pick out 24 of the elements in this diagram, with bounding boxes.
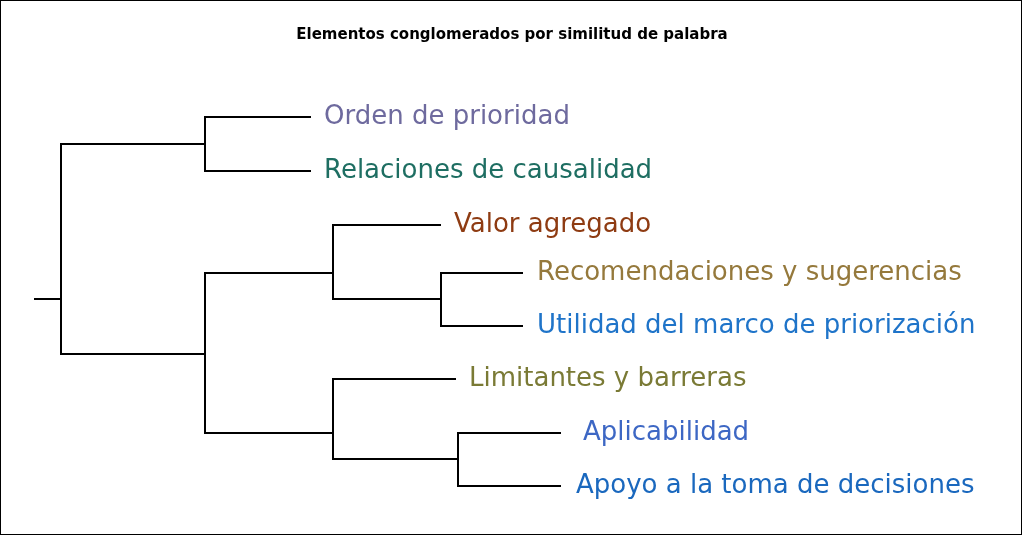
dendrogram-branch: [205, 272, 333, 274]
dendrogram-branch: [33, 298, 61, 300]
cluster-label: Orden de prioridad: [311, 100, 570, 132]
cluster-label: Apoyo a la toma de decisiones: [561, 469, 975, 501]
dendrogram-branch: [205, 116, 312, 118]
cluster-label: Valor agregado: [441, 208, 652, 240]
cluster-label: Aplicabilidad: [561, 416, 750, 448]
dendrogram-branch: [441, 272, 524, 274]
dendrogram-branch: [458, 432, 562, 434]
dendrogram-branch: [458, 485, 562, 487]
dendrogram-branch: [333, 298, 441, 300]
dendrogram-branch: [333, 378, 457, 380]
dendrogram-branch: [205, 432, 333, 434]
cluster-label: Limitantes y barreras: [456, 362, 747, 394]
dendrogram-branch: [333, 458, 458, 460]
cluster-label: Utilidad del marco de priorización: [523, 309, 976, 341]
dendrogram-branch: [61, 143, 205, 145]
cluster-label: Relaciones de causalidad: [311, 154, 653, 186]
dendrogram-branch: [333, 224, 442, 226]
cluster-label: Recomendaciones y sugerencias: [523, 256, 962, 288]
dendrogram-branch: [61, 353, 205, 355]
chart-title: Elementos conglomerados por similitud de palabra: [295, 25, 729, 43]
dendrogram-branch: [441, 325, 524, 327]
dendrogram-branch: [205, 170, 312, 172]
